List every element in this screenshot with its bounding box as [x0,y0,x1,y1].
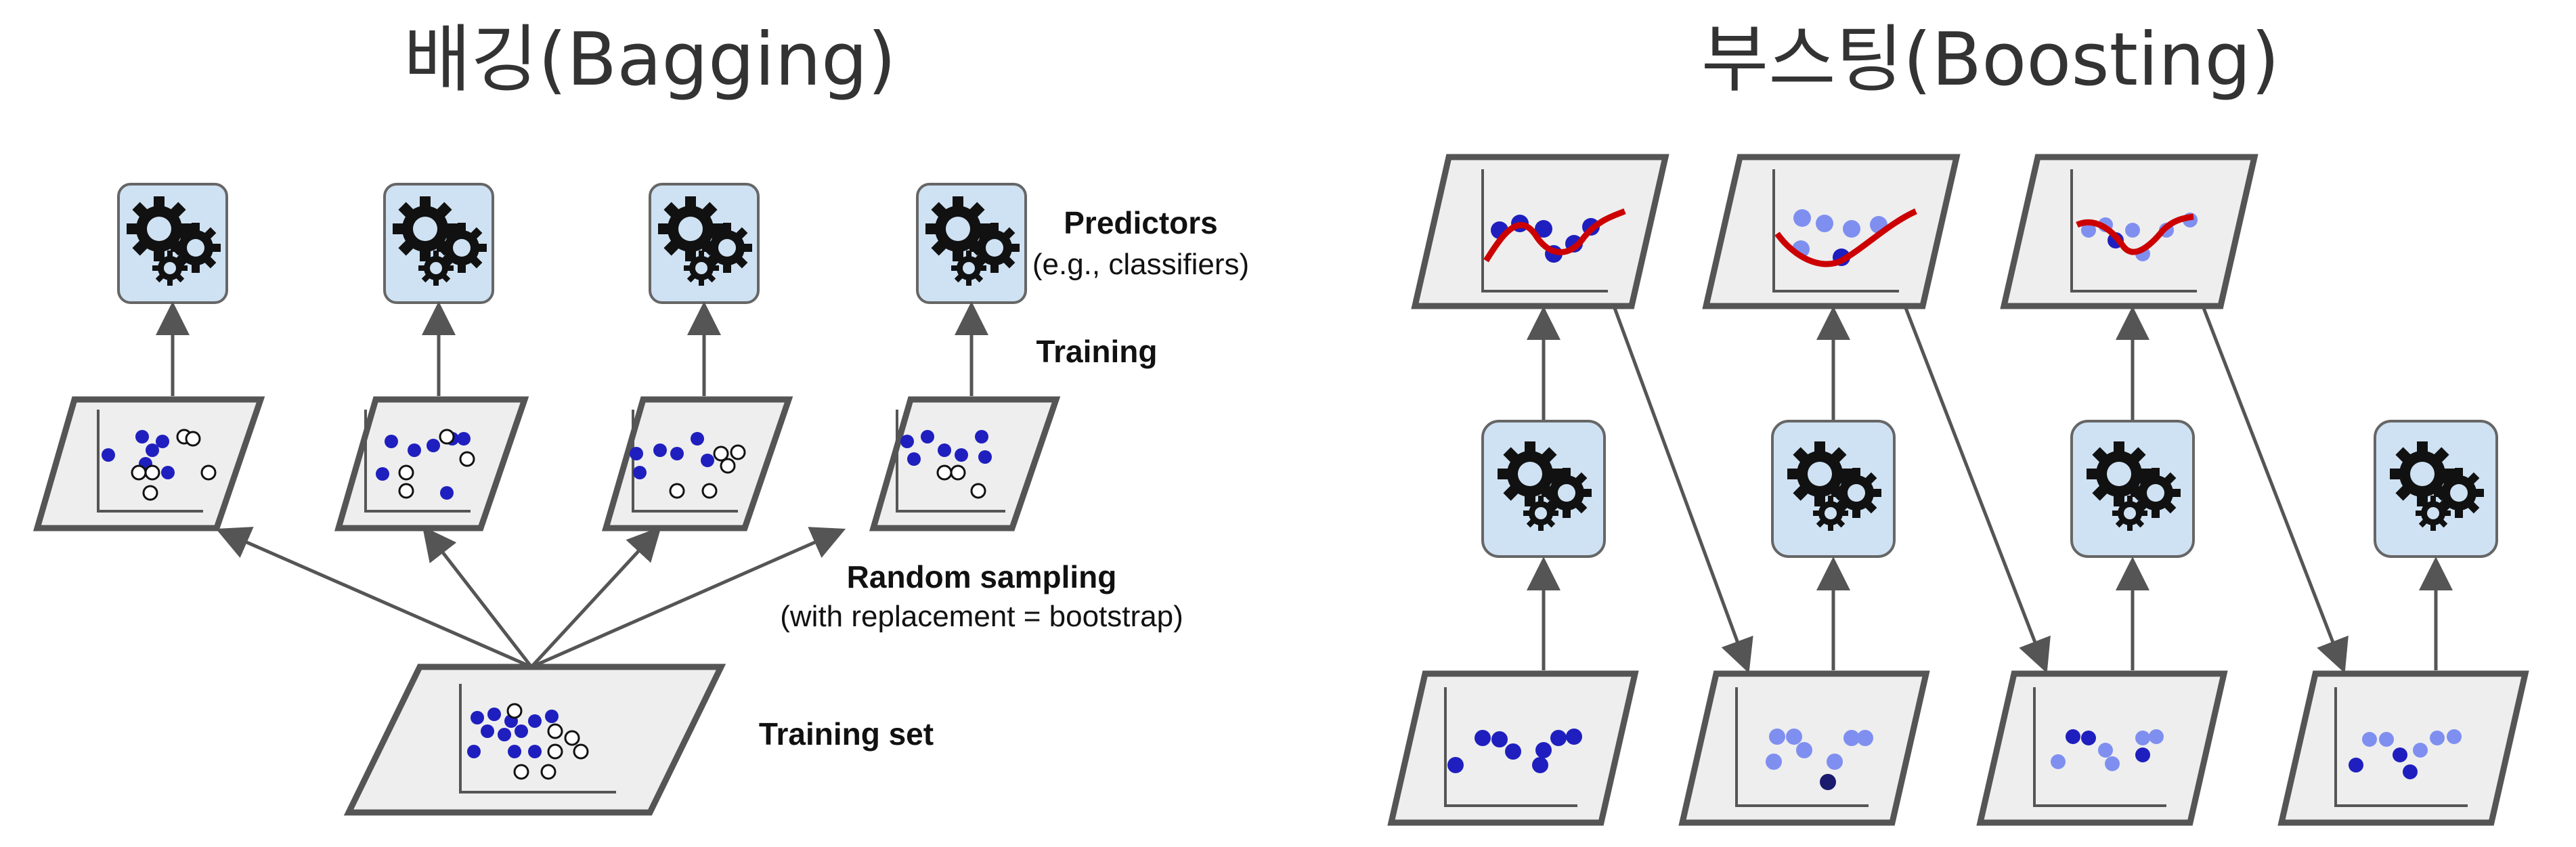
predictors-sublabel: (e.g., classifiers) [1032,248,1249,281]
arrow-icon [215,527,533,669]
axes-icon [2033,687,2166,807]
axes-icon [896,410,1005,513]
arrow-icon [2202,307,2349,674]
boosting-diagram [1387,154,2529,826]
bagging-predictor-4 [916,183,1027,304]
bagging-sample-2 [334,396,529,531]
axes-icon [1481,169,1608,292]
bagging-predictor-1 [117,183,228,304]
boosting-fit-1 [1411,154,1669,309]
training-set-label: Training set [759,716,934,752]
random-sampling-sublabel: (with replacement = bootstrap) [780,600,1183,633]
boosting-fit-2 [1702,154,1961,309]
boosting-data-2 [1678,670,1930,826]
axes-icon [2070,169,2197,292]
axes-icon [459,684,616,794]
arrow-icon [530,527,846,669]
bagging-predictor-3 [649,183,760,304]
boosting-data-3 [1976,670,2228,826]
axes-icon [1444,687,1577,807]
boosting-predictor-2 [1771,420,1896,558]
axes-icon [2334,687,2468,807]
boosting-title: 부스팅(Boosting) [1701,18,2279,102]
bagging-sample-1 [33,396,265,531]
training-label: Training [1036,334,1158,369]
axes-icon [97,410,203,513]
axes-icon [1772,169,1899,292]
axes-icon [632,410,738,513]
random-sampling-label: Random sampling [847,559,1117,594]
axes-icon [364,410,471,513]
arrow-icon [422,526,533,668]
boosting-data-1 [1387,670,1639,826]
bagging-training-set [343,664,726,816]
boosting-predictor-4 [2374,420,2498,558]
boosting-fit-3 [2000,154,2258,309]
bagging-predictor-2 [383,183,494,304]
arrow-icon [1613,307,1753,674]
bagging-sample-4 [869,396,1061,531]
predictors-label: Predictors [1064,205,1218,240]
bagging-diagram: Predictors (e.g., classifiers) Training [33,183,1249,816]
bagging-sample-3 [602,396,793,531]
boosting-predictor-3 [2070,420,2195,558]
boosting-predictor-1 [1481,420,1606,558]
arrow-icon [530,526,661,668]
arrow-icon [1904,307,2051,674]
bagging-title: 배깅(Bagging) [403,18,896,102]
boosting-data-4 [2277,670,2529,826]
axes-icon [1735,687,1869,807]
